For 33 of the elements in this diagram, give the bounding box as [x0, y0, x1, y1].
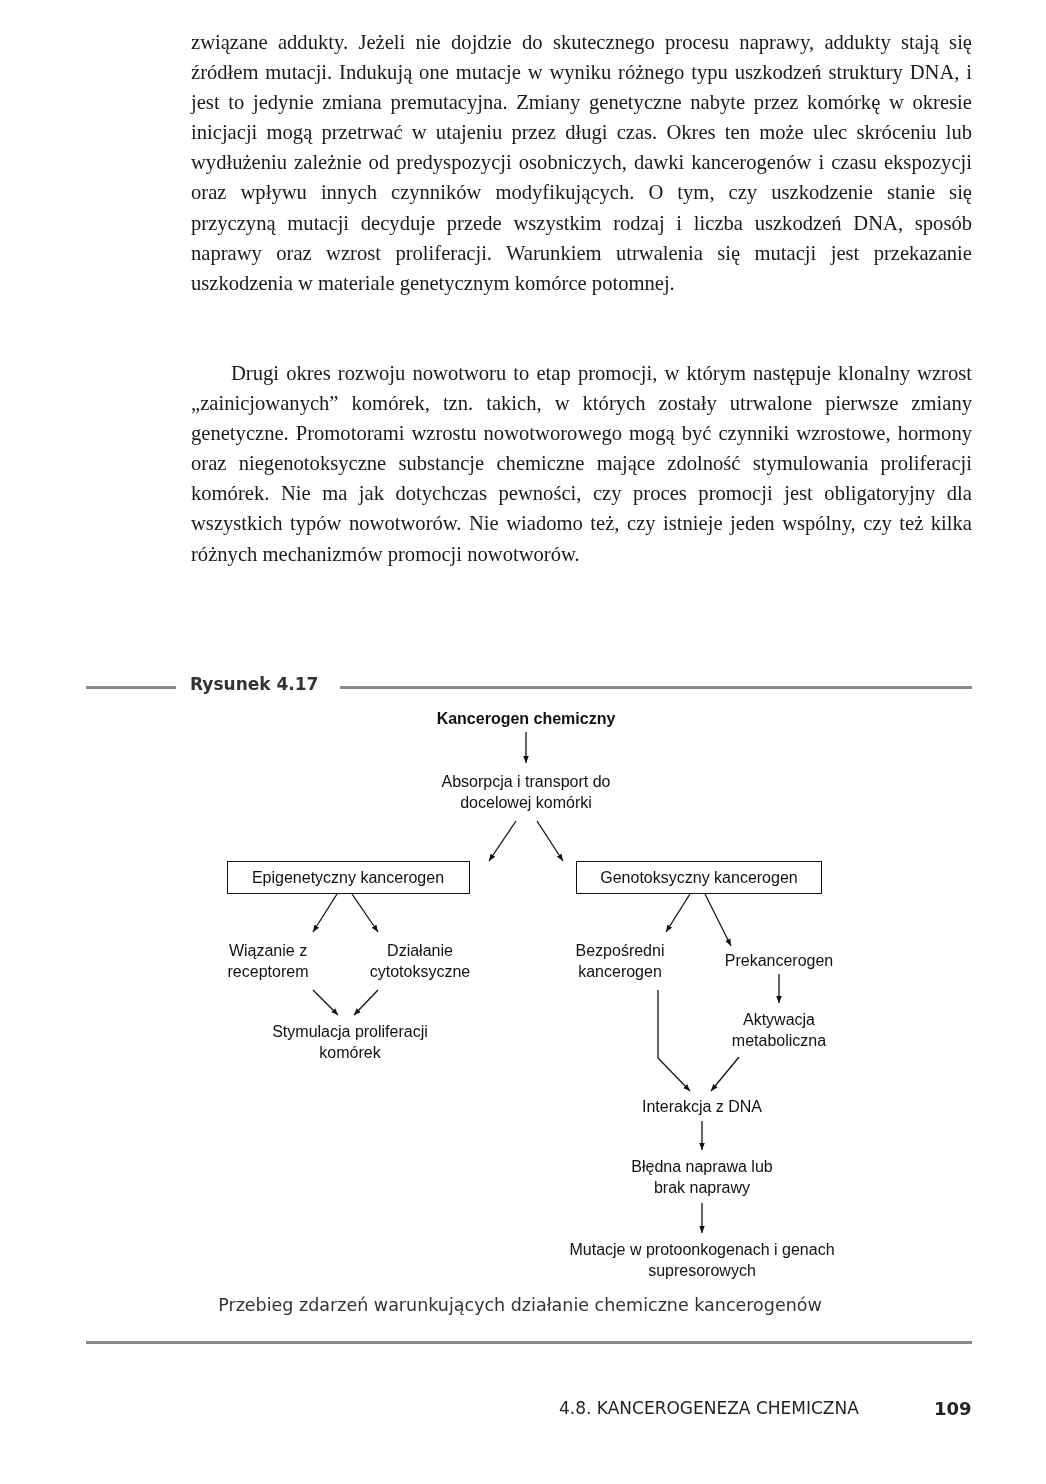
body-paragraph: związane addukty. Jeżeli nie dojdzie do skutecznego procesu naprawy, addukty stają się źródłem mutacji. Indukują one mutacje w wyniku różnego typu uszkodzeń struktury DNA, i jest to jedynie zmiana premutacyjna. Zmiany genetyczne nabyte przez komórkę w okresie inicjacji mogą przetrwać w utajeniu przez długi czas. Okres ten może ulec skróceniu lub wydłużeniu zależnie od predyspozycji osobniczych, dawki kancerogenów i czasu ekspozycji oraz wpływu innych czynników modyfikujących. O tym, czy uszkodzenie stanie się przyczyną mutacji decyduje przede wszystkim rodzaj i liczba uszkodzeń DNA, sposób naprawy oraz wzrost proliferacji. Warunkiem utrwalenia się mutacji jest przekazanie uszkodzenia w materiale genetycznym komórce potomnej.	[191, 30, 972, 297]
arrow	[699, 1120, 705, 1151]
flow-step: Błędna naprawa lub brak naprawy	[617, 1150, 787, 1203]
arrow	[353, 989, 379, 1016]
flow-step: Bezpośredni kancerogen	[555, 932, 685, 990]
flow-step: Aktywacja metaboliczna	[709, 1003, 849, 1057]
flow-step: Mutacje w protoonkogenach i genach supresorowych	[567, 1233, 837, 1287]
page-number: 109	[934, 1398, 972, 1419]
body-paragraph: Drugi okres rozwoju nowotworu to etap promocji, w którym następuje klonalny wzrost „zainicjowanych” komórek, tzn. takich, w których zostały utrwalone pierwsze zmiany genetyczne. Promotorami wzrostu nowotworowego mogą być czynniki wzrostowe, hormony oraz niegenotoksyczne substancje chemiczne mające zdolność stymulowania proliferacji komórek. Nie ma jak dotychczas pewności, czy proces promocji jest obligatoryjny dla wszystkich typów nowotworów. Nie wiadomo też, czy istnieje jeden wspólny, czy też kilka różnych mechanizmów promocji nowotworów.	[191, 361, 972, 568]
arrow	[488, 820, 517, 862]
arrow	[776, 973, 782, 1004]
running-footer: 4.8. KANCEROGENEZA CHEMICZNA	[559, 1398, 859, 1418]
process-box: Epigenetyczny kancerogen	[226, 861, 470, 894]
arrow	[665, 893, 691, 933]
arrow	[312, 989, 339, 1016]
flow-step: Absorpcja i transport do docelowej komórki	[426, 763, 626, 821]
figure-caption: Przebieg zdarzeń warunkujących działanie chemiczne kancerogenów	[217, 1295, 823, 1315]
arrow	[351, 893, 379, 933]
arrow	[704, 893, 732, 947]
arrow	[312, 893, 338, 933]
flow-step: Prekancerogen	[709, 946, 849, 974]
figure-title: Rysunek 4.17	[190, 674, 319, 694]
flow-step: Stymulacja proliferacji komórek	[250, 1015, 450, 1069]
arrow	[536, 820, 564, 862]
flow-step: Kancerogen chemiczny	[416, 704, 636, 732]
arrow	[657, 989, 691, 1092]
arrow	[523, 731, 529, 764]
arrow	[699, 1202, 705, 1234]
flow-step: Wiązanie z receptorem	[203, 932, 333, 990]
arrow	[710, 1056, 740, 1092]
flow-step: Interakcja z DNA	[622, 1091, 782, 1121]
process-box: Genotoksyczny kancerogen	[576, 861, 822, 894]
flow-step: Działanie cytotoksyczne	[345, 932, 495, 990]
